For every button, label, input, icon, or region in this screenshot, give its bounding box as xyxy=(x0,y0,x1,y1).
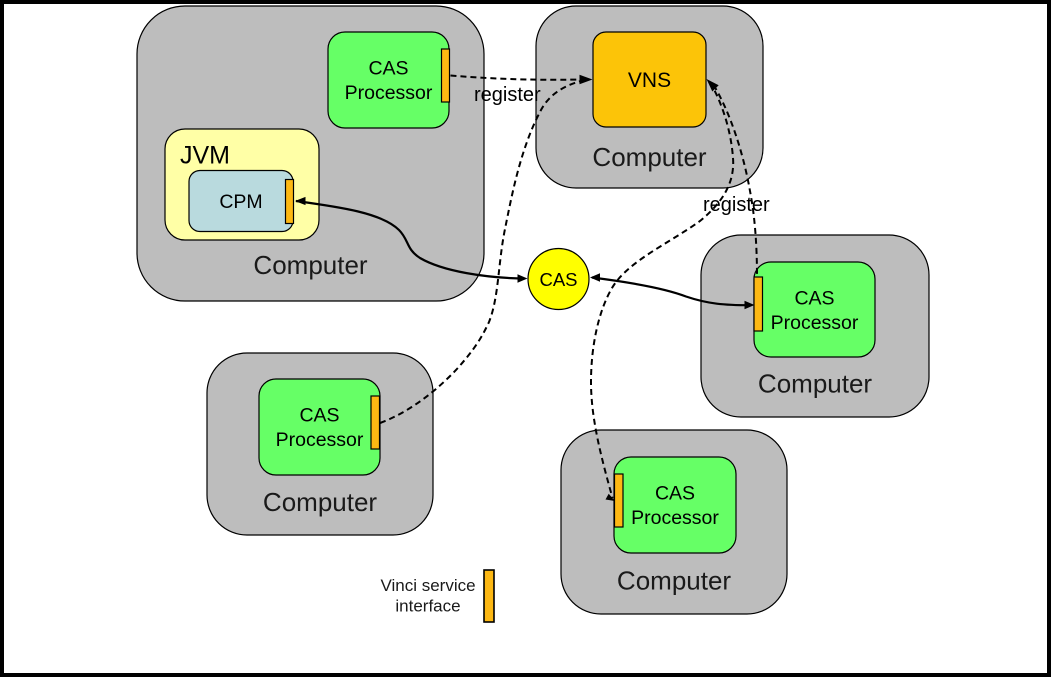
svg-text:JVM: JVM xyxy=(180,142,230,170)
svg-text:CAS: CAS xyxy=(368,58,408,80)
svg-text:Processor: Processor xyxy=(345,82,433,104)
svg-text:register: register xyxy=(703,194,770,216)
svg-text:Vinci service: Vinci service xyxy=(380,576,475,595)
svg-text:register: register xyxy=(474,84,541,106)
svg-text:interface: interface xyxy=(395,597,460,616)
svg-text:Computer: Computer xyxy=(263,487,377,517)
svg-text:CPM: CPM xyxy=(219,191,262,213)
svg-text:Processor: Processor xyxy=(631,507,719,529)
svg-text:VNS: VNS xyxy=(628,69,671,92)
svg-text:Processor: Processor xyxy=(771,312,859,334)
svg-text:CAS: CAS xyxy=(299,405,339,427)
svg-text:Computer: Computer xyxy=(592,142,706,172)
svg-text:CAS: CAS xyxy=(655,483,695,505)
svg-text:Computer: Computer xyxy=(758,369,872,399)
svg-text:CAS: CAS xyxy=(794,288,834,310)
svg-text:CAS: CAS xyxy=(539,269,577,290)
svg-text:Processor: Processor xyxy=(276,429,364,451)
svg-text:Computer: Computer xyxy=(617,566,731,596)
svg-text:Computer: Computer xyxy=(253,250,367,280)
